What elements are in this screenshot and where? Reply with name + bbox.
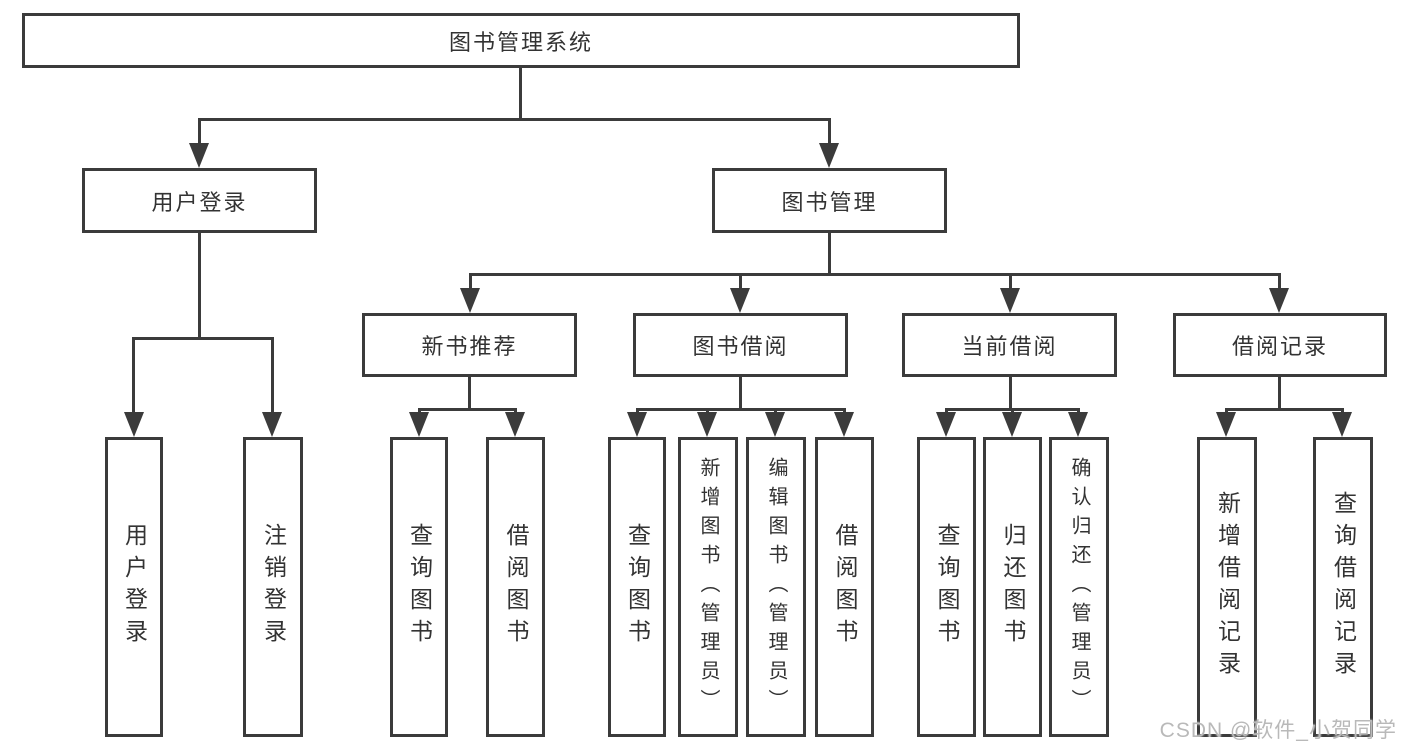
connector-level3-drop (739, 273, 742, 293)
leaf-label: 注销登录 (260, 523, 287, 651)
node-library-management-system: 图书管理系统 (22, 13, 1020, 68)
node-label: 借阅记录 (1231, 334, 1328, 359)
csdn-watermark: CSDN @软件_小贺同学 (1159, 719, 1397, 742)
arrow-down-icon (697, 412, 717, 437)
node-label: 新书推荐 (421, 334, 518, 359)
leaf-label: 用户登录 (121, 523, 148, 651)
leaf-query-books-borrowing: 查询图书 (608, 437, 666, 737)
leaf-label: 编辑图书（管理员） (765, 456, 787, 718)
node-label: 当前借阅 (961, 334, 1058, 359)
arrow-down-icon (1000, 288, 1020, 313)
leaf-label: 确认归还（管理员） (1068, 456, 1090, 718)
arrow-down-icon (936, 412, 956, 437)
connector-book-management-drop (828, 118, 831, 148)
arrow-down-icon (819, 143, 839, 168)
connector-leaf-drop (271, 337, 274, 413)
leaf-edit-books-admin: 编辑图书（管理员） (746, 437, 806, 737)
node-book-borrowing: 图书借阅 (633, 313, 848, 377)
connector-group-stem (1009, 377, 1012, 411)
connector-group-rail (636, 408, 845, 411)
connector-group-stem (468, 377, 471, 411)
leaf-query-books-recommend: 查询图书 (390, 437, 448, 737)
node-book-management: 图书管理 (712, 168, 947, 233)
arrow-down-icon (460, 288, 480, 313)
arrow-down-icon (505, 412, 525, 437)
connector-group-stem (1278, 377, 1281, 411)
connector-level3-drop (1009, 273, 1012, 293)
leaf-label: 查询图书 (934, 523, 960, 651)
connector-user-login-drop (198, 118, 201, 148)
leaf-query-books-current: 查询图书 (917, 437, 976, 737)
connector-group-rail (1225, 408, 1343, 411)
leaf-query-borrow-record: 查询借阅记录 (1313, 437, 1373, 737)
arrow-down-icon (189, 143, 209, 168)
connector-group-stem (739, 377, 742, 411)
leaf-label: 归还图书 (1000, 523, 1026, 651)
connector-leaf-drop (132, 337, 135, 413)
node-borrowing-records: 借阅记录 (1173, 313, 1387, 377)
arrow-down-icon (1068, 412, 1088, 437)
node-label: 图书管理 (781, 189, 878, 215)
node-new-book-recommend: 新书推荐 (362, 313, 577, 377)
leaf-user-login: 用户登录 (105, 437, 163, 737)
arrow-down-icon (730, 288, 750, 313)
leaf-label: 新增借阅记录 (1214, 491, 1241, 683)
node-label: 图书管理系统 (448, 29, 593, 55)
node-label: 图书借阅 (692, 334, 789, 359)
leaf-confirm-return-admin: 确认归还（管理员） (1049, 437, 1109, 737)
connector-group-rail (418, 408, 516, 411)
leaf-label: 新增图书（管理员） (697, 456, 719, 718)
leaf-label: 借阅图书 (832, 523, 858, 651)
leaf-label: 查询图书 (624, 523, 651, 651)
arrow-down-icon (262, 412, 282, 437)
arrow-down-icon (1269, 288, 1289, 313)
arrow-down-icon (1216, 412, 1236, 437)
leaf-borrow-books: 借阅图书 (815, 437, 874, 737)
arrow-down-icon (627, 412, 647, 437)
arrow-down-icon (1332, 412, 1352, 437)
connector-level3-drop (1278, 273, 1281, 293)
leaf-add-borrow-record: 新增借阅记录 (1197, 437, 1257, 737)
arrow-down-icon (765, 412, 785, 437)
leaf-return-books: 归还图书 (983, 437, 1042, 737)
connector-level3-rail (469, 273, 1280, 276)
arrow-down-icon (124, 412, 144, 437)
connector-book-management-stem (828, 233, 831, 276)
leaf-logout: 注销登录 (243, 437, 303, 737)
node-user-login: 用户登录 (82, 168, 317, 233)
connector-user-login-rail (132, 337, 274, 340)
connector-level3-drop (469, 273, 472, 293)
arrow-down-icon (834, 412, 854, 437)
leaf-add-books-admin: 新增图书（管理员） (678, 437, 738, 737)
connector-root-stem (519, 68, 522, 121)
arrow-down-icon (1002, 412, 1022, 437)
leaf-label: 查询借阅记录 (1330, 491, 1357, 683)
leaf-borrow-books-recommend: 借阅图书 (486, 437, 545, 737)
arrow-down-icon (409, 412, 429, 437)
leaf-label: 借阅图书 (503, 523, 529, 651)
connector-level2-rail (198, 118, 831, 121)
leaf-label: 查询图书 (406, 523, 433, 651)
connector-user-login-stem (198, 233, 201, 340)
node-current-borrowing: 当前借阅 (902, 313, 1117, 377)
node-label: 用户登录 (151, 189, 248, 215)
